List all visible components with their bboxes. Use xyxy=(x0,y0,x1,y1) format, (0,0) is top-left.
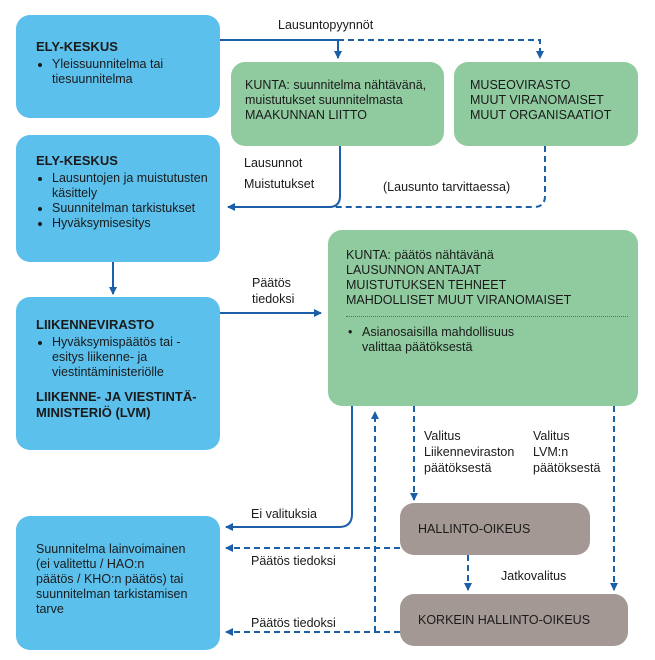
kunta2-bullet-line: valittaa päätöksestä xyxy=(362,340,473,354)
hallinto-oikeus-box: HALLINTO-OIKEUS xyxy=(400,503,590,555)
ely2-title: ELY-KESKUS xyxy=(36,153,118,168)
ely-keskus-box-2: ELY-KESKUS Lausuntojen ja muistutusten k… xyxy=(16,135,220,262)
ely1-item: Yleissuunnitelma tai tiesuunnitelma xyxy=(52,57,206,87)
lv-item: Hyväksymispäätös tai -esitys liikenne- j… xyxy=(52,335,210,380)
label-valitus-lvm-1: Valitus xyxy=(533,429,570,443)
lvm-title-line1: LIIKENNE- JA VIESTINTÄ- xyxy=(36,389,197,404)
arrow-kunta-ely2 xyxy=(227,146,341,211)
label-jatkovalitus: Jatkovalitus xyxy=(501,569,567,583)
label-paatos-tiedoksi-hao: Päätös tiedoksi xyxy=(251,554,336,568)
ely2-item: Suunnitelman tarkistukset xyxy=(52,201,208,216)
ely2-item: Hyväksymisesitys xyxy=(52,216,208,231)
liikennevirasto-box: LIIKENNEVIRASTO Hyväksymispäätös tai -es… xyxy=(16,297,220,450)
kunta-paatos-box: KUNTA: päätös nähtävänä LAUSUNNON ANTAJA… xyxy=(328,230,638,406)
dotted-divider xyxy=(346,316,628,317)
ely1-title: ELY-KESKUS xyxy=(36,39,118,54)
ely1-list: Yleissuunnitelma tai tiesuunnitelma xyxy=(36,57,206,87)
label-valitus-lv-3: päätöksestä xyxy=(424,461,492,475)
kunta1-line: KUNTA: suunnitelma nähtävänä, xyxy=(245,78,427,92)
ely2-list: Lausuntojen ja muistutusten käsittely Su… xyxy=(36,171,208,231)
arrow-museo-ely2 xyxy=(330,146,546,208)
kunta2-line: LAUSUNNON ANTAJAT xyxy=(346,263,481,277)
museo-line: MUSEOVIRASTO xyxy=(470,78,571,92)
label-tiedoksi: tiedoksi xyxy=(252,292,295,306)
kunta2-line: MAHDOLLISET MUUT VIRANOMAISET xyxy=(346,293,572,307)
label-valitus-lv-2: Liikenneviraston xyxy=(424,445,515,459)
hao-label: HALLINTO-OIKEUS xyxy=(418,522,531,536)
label-lausuntopyynnot: Lausuntopyynnöt xyxy=(278,18,374,32)
kunta2-bullet-line: Asianosaisilla mahdollisuus xyxy=(362,325,515,339)
lvm-title: LIIKENNE- JA VIESTINTÄ- MINISTERIÖ (LVM) xyxy=(36,389,210,421)
lvm-title-line2: MINISTERIÖ (LVM) xyxy=(36,405,151,420)
arrow-lausuntopyynnot-museo xyxy=(338,39,544,59)
label-ei-valituksia: Ei valituksia xyxy=(251,507,317,521)
ely-keskus-box-1: ELY-KESKUS Yleissuunnitelma tai tiesuunn… xyxy=(16,15,220,118)
label-valitus-lv-1: Valitus xyxy=(424,429,461,443)
kho-label: KORKEIN HALLINTO-OIKEUS xyxy=(418,613,591,627)
final-line: Suunnitelma lainvoimainen xyxy=(36,542,186,556)
kunta2-line: MUISTUTUKSEN TEHNEET xyxy=(346,278,507,292)
kunta2-line: KUNTA: päätös nähtävänä xyxy=(346,248,494,262)
label-valitus-lvm-3: päätöksestä xyxy=(533,461,601,475)
lv-title: LIIKENNEVIRASTO xyxy=(36,317,155,332)
arrow-lausuntopyynnot-kunta xyxy=(220,39,342,59)
label-paatos: Päätös xyxy=(252,276,291,290)
arrow-ei-valituksia xyxy=(225,406,353,531)
label-lausunto-tarvittaessa: (Lausunto tarvittaessa) xyxy=(383,180,511,194)
label-muistutukset: Muistutukset xyxy=(244,177,315,191)
bullet-dot: • xyxy=(348,325,353,339)
museo-line: MUUT ORGANISAATIOT xyxy=(470,108,612,122)
label-lausunnot: Lausunnot xyxy=(244,156,303,170)
final-line: (ei valitettu / HAO:n xyxy=(36,557,145,571)
final-line: suunnitelman tarkistamisen xyxy=(36,587,188,601)
final-outcome-box: Suunnitelma lainvoimainen (ei valitettu … xyxy=(16,516,220,650)
korkein-hallinto-oikeus-box: KORKEIN HALLINTO-OIKEUS xyxy=(400,594,628,646)
final-line: päätös / KHO:n päätös) tai xyxy=(36,572,184,586)
kunta-nahtavana-box: KUNTA: suunnitelma nähtävänä, muistutuks… xyxy=(231,62,444,146)
label-valitus-lvm-2: LVM:n xyxy=(533,445,569,459)
museovirasto-box: MUSEOVIRASTO MUUT VIRANOMAISET MUUT ORGA… xyxy=(454,62,638,146)
lv-list: Hyväksymispäätös tai -esitys liikenne- j… xyxy=(36,335,210,380)
kunta1-line: muistutukset suunnitelmasta xyxy=(245,93,403,107)
kunta2-bullet: • Asianosaisilla mahdollisuus valittaa p… xyxy=(346,325,628,355)
museo-line: MUUT VIRANOMAISET xyxy=(470,93,604,107)
label-paatos-tiedoksi-kho: Päätös tiedoksi xyxy=(251,616,336,630)
final-line: tarve xyxy=(36,602,64,616)
kunta1-line: MAAKUNNAN LIITTO xyxy=(245,108,368,122)
ely2-item: Lausuntojen ja muistutusten käsittely xyxy=(52,171,208,201)
